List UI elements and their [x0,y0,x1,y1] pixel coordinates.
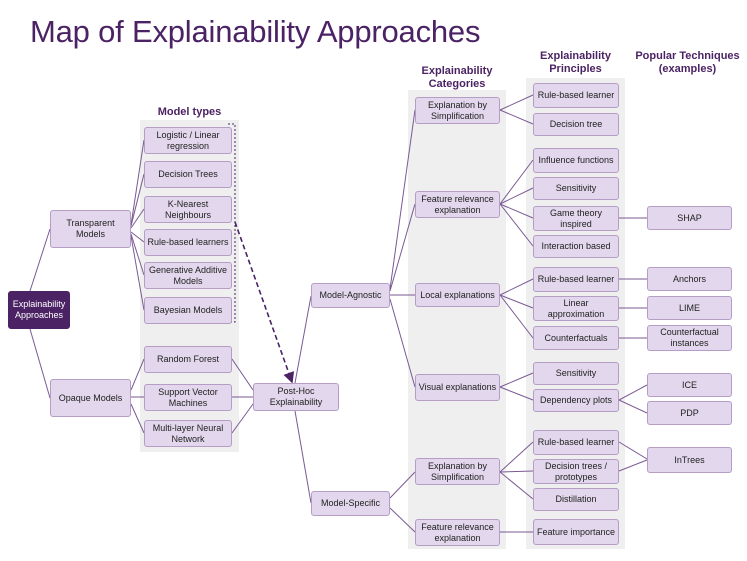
node-principle-rule-based-learner-1: Rule-based learner [533,83,619,108]
node-principle-rule-based-learner-3: Rule-based learner [533,430,619,455]
node-multi-layer-neural-network: Multi-layer Neural Network [144,420,232,447]
node-principle-decision-trees-prototypes: Decision trees / prototypes [533,459,619,484]
node-principle-decision-tree: Decision tree [533,113,619,136]
header-principles: Explainability Principles [540,50,611,75]
node-generative-additive-models: Generative Additive Models [144,262,232,289]
header-model-types: Model types [157,106,222,118]
node-post-hoc-explainability: Post-Hoc Explainability [253,383,339,411]
node-support-vector-machines: Support Vector Machines [144,384,232,411]
node-principle-influence-functions: Influence functions [533,148,619,173]
node-decision-trees: Decision Trees [144,161,232,188]
node-principle-linear-approximation: Linear approximation [533,296,619,321]
node-principle-rule-based-learner-2: Rule-based learner [533,267,619,292]
node-random-forest: Random Forest [144,346,232,373]
header-categories: Explainability Categories [421,65,493,90]
node-rule-based-learners: Rule-based learners [144,229,232,256]
node-principle-distillation: Distillation [533,488,619,511]
node-logistic-regression: Logistic / Linear regression [144,127,232,154]
node-opaque-models: Opaque Models [50,379,131,417]
node-principle-feature-importance: Feature importance [533,519,619,545]
node-k-nearest-neighbours: K-Nearest Neighbours [144,196,232,223]
node-technique-pdp: PDP [647,401,732,425]
node-category-simplification-specific: Explanation by Simplification [415,458,500,485]
node-category-feature-relevance-agnostic: Feature relevance explanation [415,191,500,218]
node-explainability-approaches: Explainability Approaches [8,291,70,329]
node-principle-sensitivity-2: Sensitivity [533,362,619,385]
node-technique-ice: ICE [647,373,732,397]
node-category-local-explanations: Local explanations [415,283,500,307]
node-transparent-models: Transparent Models [50,210,131,248]
node-bayesian-models: Bayesian Models [144,297,232,324]
node-principle-interaction-based: Interaction based [533,235,619,258]
node-technique-intrees: InTrees [647,447,732,473]
node-technique-counterfactual-instances: Counterfactual instances [647,325,732,351]
header-techniques: Popular Techniques (examples) [635,50,740,75]
node-model-specific: Model-Specific [311,491,390,516]
node-category-visual-explanations: Visual explanations [415,374,500,401]
page-title: Map of Explainability Approaches [30,14,481,49]
node-category-simplification-agnostic: Explanation by Simplification [415,97,500,124]
node-principle-counterfactuals: Counterfactuals [533,326,619,350]
node-principle-game-theory: Game theory inspired [533,206,619,231]
node-technique-anchors: Anchors [647,267,732,291]
node-category-feature-relevance-specific: Feature relevance explanation [415,519,500,546]
node-principle-sensitivity-1: Sensitivity [533,177,619,200]
node-model-agnostic: Model-Agnostic [311,283,390,308]
node-technique-shap: SHAP [647,206,732,230]
node-technique-lime: LIME [647,296,732,320]
node-principle-dependency-plots: Dependency plots [533,389,619,412]
